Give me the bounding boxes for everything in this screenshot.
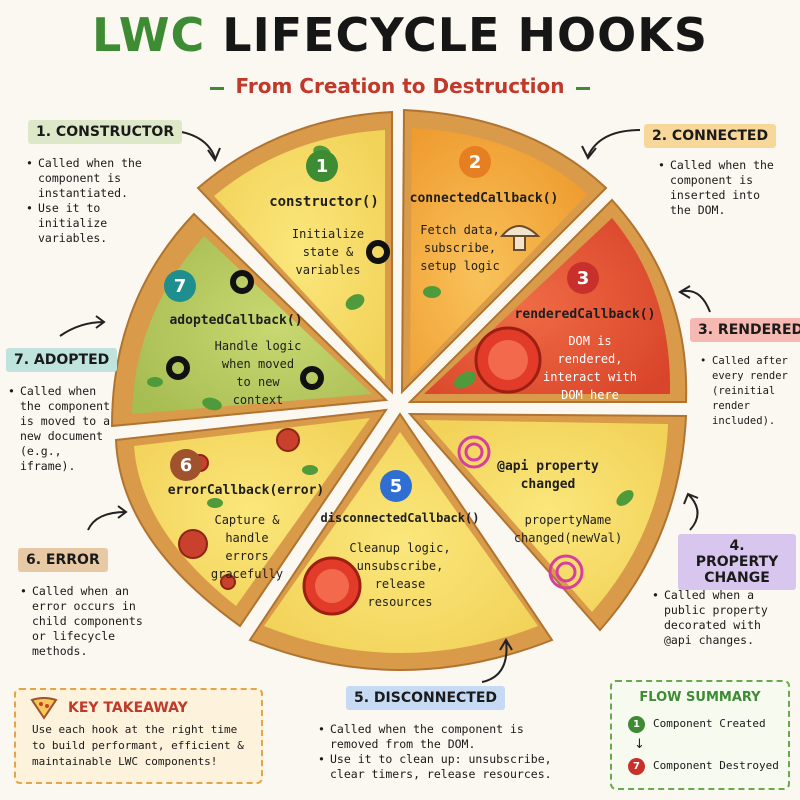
slice-7-method: adoptedCallback() — [169, 313, 302, 328]
callout-rendered-desc: Called after every render (reinitial ren… — [700, 354, 800, 429]
key-takeaway-text: Use each hook at the right time to build… — [32, 723, 244, 768]
slice-6-line: errors — [225, 549, 268, 563]
slice-5-method: disconnectedCallback() — [321, 511, 480, 525]
arrow-connectors — [59, 129, 711, 683]
slice-5-number: 5 — [390, 476, 403, 497]
slice-5-line: unsubscribe, — [357, 559, 444, 573]
callout-disconnected-label: 5. DISCONNECTED — [346, 686, 506, 710]
slice-3-line: interact with — [543, 370, 637, 384]
callout-rendered-label: 3. RENDERED — [690, 318, 800, 342]
key-takeaway-box: KEY TAKEAWAY Use each hook at the right … — [14, 688, 263, 784]
slice-3-line: rendered, — [557, 352, 622, 366]
pepperoni-icon — [178, 428, 300, 590]
callout-error-desc: Called when an error occurs in child com… — [20, 584, 145, 659]
slice-7-line: to new — [236, 375, 280, 389]
callout-connected-desc: Called when the component is inserted in… — [658, 158, 778, 218]
title-part-hooks: LIFECYCLE HOOKS — [222, 8, 708, 62]
bullet: Called when a public property decorated … — [652, 588, 792, 648]
callout-property-change-desc: Called when a public property decorated … — [652, 588, 792, 648]
slice-1-line: Initialize — [292, 227, 364, 241]
bullet: Called when the component is moved to a … — [8, 384, 120, 474]
onion-icon — [457, 435, 584, 590]
flow-end-badge: 7 — [628, 758, 645, 775]
bullet: Called when the component is inserted in… — [658, 158, 778, 218]
mushroom-icon — [499, 225, 541, 251]
bullet: Use it to initialize variables. — [26, 201, 151, 246]
slice-3-number: 3 — [577, 268, 590, 289]
title-part-lwc: LWC — [92, 8, 206, 62]
slice-1-line: state & — [303, 245, 354, 259]
callout-constructor-desc: Called when the component is instantiate… — [26, 156, 151, 246]
slice-4-method-cont: changed — [521, 477, 576, 492]
slice-6-number: 6 — [180, 455, 193, 476]
slice-4-line: changed(newVal) — [514, 531, 622, 545]
slice-7-line: Handle logic — [215, 339, 302, 353]
flow-end-label: Component Destroyed — [653, 759, 779, 772]
bullet: Called after every render (reinitial ren… — [700, 354, 800, 429]
slice-3-line: DOM is — [568, 334, 611, 348]
callout-connected-label: 2. CONNECTED — [644, 124, 777, 148]
subtitle: From Creation to Destruction — [235, 74, 565, 98]
callout-constructor-label: 1. CONSTRUCTOR — [28, 120, 183, 144]
bullet: Called when the component is removed fro… — [318, 722, 578, 752]
slice-1-method: constructor() — [269, 194, 379, 210]
slice-2-method: connectedCallback() — [410, 191, 559, 206]
slice-4-line: propertyName — [525, 513, 612, 527]
tomato-icon — [302, 326, 542, 616]
bullet: Called when the component is instantiate… — [26, 156, 151, 201]
slice-6-line: Capture & — [214, 513, 280, 527]
slice-1-number: 1 — [316, 156, 329, 177]
callout-property-change-label: 4. PROPERTY CHANGE — [678, 534, 796, 590]
slice-7-line: when moved — [222, 357, 294, 371]
slice-7-line: context — [233, 393, 284, 407]
flow-end-row: 7 Component Destroyed — [628, 758, 779, 775]
slice-6-method: errorCallback(error) — [168, 483, 325, 498]
slice-5-line: Cleanup logic, — [349, 541, 450, 555]
slice-2-line: subscribe, — [424, 241, 496, 255]
slice-6-line: handle — [225, 531, 268, 545]
slice-3-method: renderedCallback() — [515, 307, 656, 322]
basil-leaf-icon — [147, 145, 634, 508]
slice-number-badges — [164, 146, 599, 502]
callout-error-label: 6. ERROR — [18, 548, 108, 572]
callout-adopted-desc: Called when the component is moved to a … — [8, 384, 120, 474]
slice-4-method: @api property — [497, 459, 599, 474]
slice-3-line: DOM here — [561, 388, 619, 402]
flow-start-badge: 1 — [628, 716, 645, 733]
slice-5-line: release — [375, 577, 426, 591]
slice-6-line: gracefully — [211, 567, 283, 581]
callout-disconnected-desc: Called when the component is removed fro… — [318, 722, 578, 782]
bullet: Use it to clean up: unsubscribe, clear t… — [318, 752, 578, 782]
slice-1-line: variables — [295, 263, 360, 277]
slice-5-line: resources — [367, 595, 432, 609]
bullet: Called when an error occurs in child com… — [20, 584, 145, 659]
slice-2-line: setup logic — [420, 259, 499, 273]
slice-2-line: Fetch data, — [420, 223, 499, 237]
flow-summary-title: FLOW SUMMARY — [639, 690, 761, 705]
flow-start-label: Component Created — [653, 717, 766, 730]
olive-icon — [166, 240, 390, 390]
flow-summary-box: FLOW SUMMARY 1 Component Created ↓ 7 Compo… — [610, 680, 790, 790]
arrow-down-icon: ↓ — [634, 737, 645, 752]
pizza-slice-icon — [30, 697, 58, 720]
callout-adopted-label: 7. ADOPTED — [6, 348, 118, 372]
slice-2-number: 2 — [469, 152, 482, 173]
key-takeaway-title: KEY TAKEAWAY — [68, 700, 188, 716]
flow-start-row: 1 Component Created — [628, 716, 766, 733]
subtitle-dash-left — [210, 87, 224, 90]
subtitle-dash-right — [576, 87, 590, 90]
page-title: LWC LIFECYCLE HOOKS — [0, 8, 800, 62]
slice-7-number: 7 — [174, 276, 187, 297]
